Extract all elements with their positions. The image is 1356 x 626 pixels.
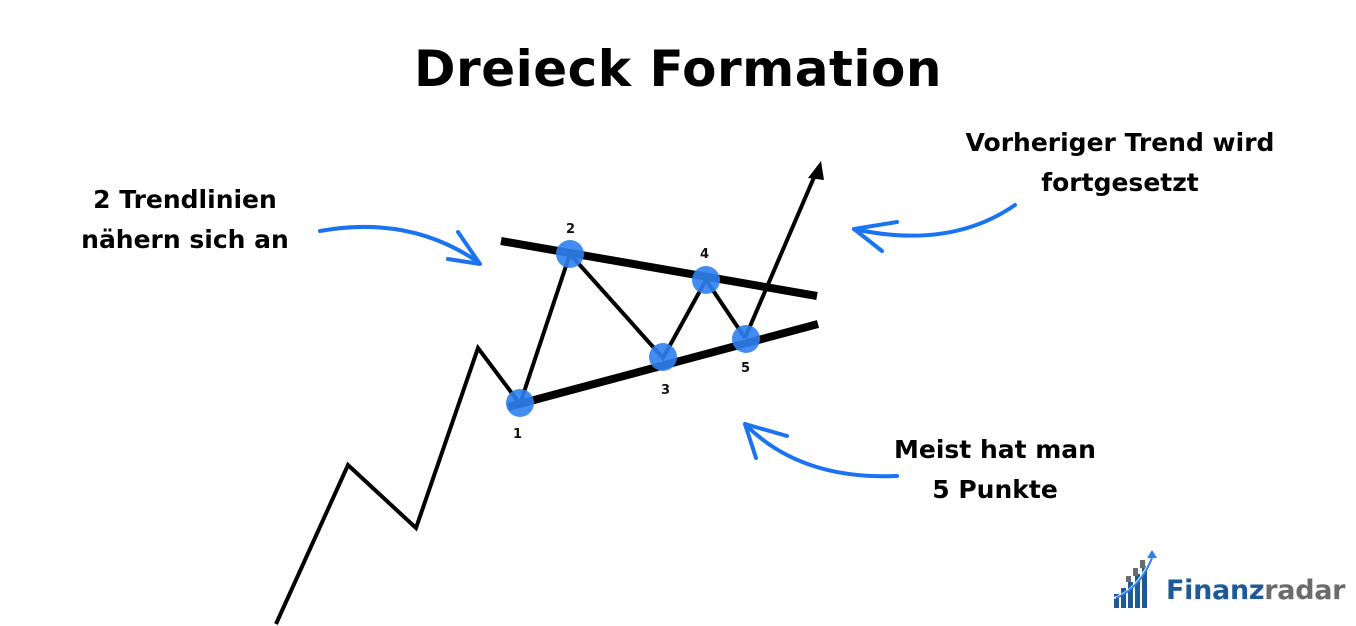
point-label: 1 [513, 427, 522, 442]
annotation-line: Meist hat man [894, 435, 1096, 464]
annotation-five-points: Meist hat man 5 Punkte [870, 430, 1120, 510]
curved-arrow-icon [852, 203, 1017, 253]
annotation-converging-trendlines: 2 Trendlinien nähern sich an [60, 180, 310, 260]
annotation-trend-continues: Vorheriger Trend wird fortgesetzt [950, 123, 1290, 203]
point-1-marker [506, 389, 534, 417]
annotation-line: 5 Punkte [932, 475, 1058, 504]
point-5-marker [732, 325, 760, 353]
annotation-line: Vorheriger Trend wird [965, 128, 1275, 157]
point-label: 5 [741, 361, 750, 376]
point-3-marker [649, 343, 677, 371]
curved-arrow-icon [318, 225, 482, 266]
finanzradar-logo: Finanzradar [1112, 548, 1345, 610]
prior-trend-line [274, 343, 522, 625]
annotation-line: fortgesetzt [1041, 168, 1199, 197]
breakout-arrowhead-icon [808, 161, 824, 180]
page-title: Dreieck Formation [414, 40, 942, 98]
curved-arrow-icon [743, 422, 899, 479]
point-label: 4 [700, 247, 709, 262]
point-label: 2 [566, 222, 575, 237]
point-2-marker [556, 240, 584, 268]
growth-chart-icon [1113, 550, 1157, 608]
annotation-line: 2 Trendlinien [93, 185, 277, 214]
annotation-line: nähern sich an [81, 225, 289, 254]
logo-text-secondary: radar [1264, 575, 1346, 606]
point-label: 3 [661, 383, 670, 398]
logo-wordmark: Finanzradar [1166, 575, 1345, 606]
breakout-line [743, 174, 817, 339]
upper-trendline [500, 237, 818, 300]
point-4-marker [692, 266, 720, 294]
logo-text-primary: Finanz [1166, 575, 1265, 606]
